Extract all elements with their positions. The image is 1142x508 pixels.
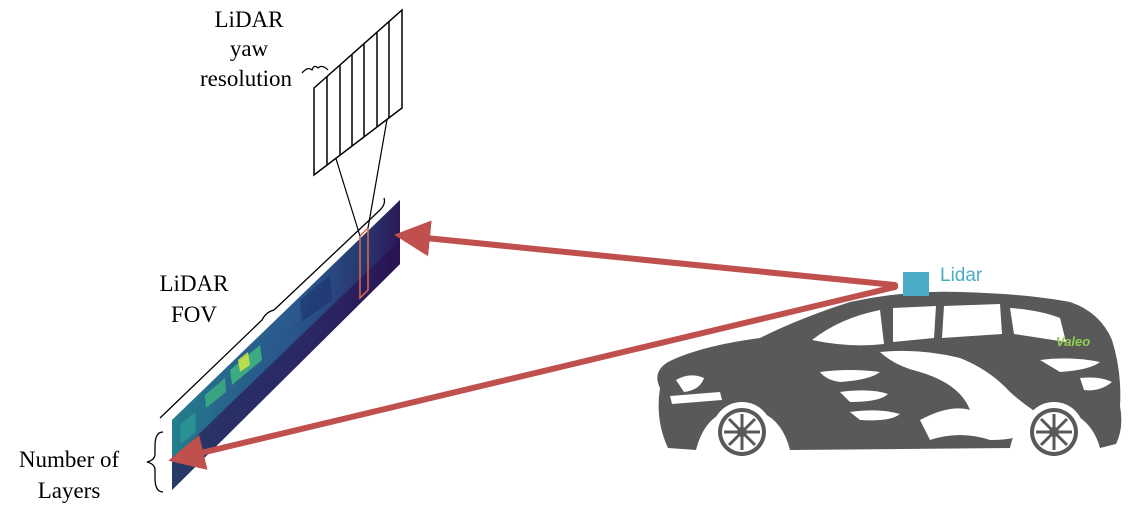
yaw-label-line2: yaw [230,36,269,61]
lidar-rays [168,220,898,470]
layers-label-line1: Number of [19,447,120,472]
car-wheel-rear [1024,402,1084,462]
fov-label: LiDAR FOV [160,271,230,327]
layers-brace [146,431,164,493]
brand-logo: Valeo [1056,334,1090,349]
car-window-back [1010,308,1066,342]
ray-top [394,220,898,288]
car: Valeo [657,291,1122,462]
lidar-range-image [172,200,400,490]
fov-label-line2: FOV [171,302,217,327]
car-window-front [812,310,884,346]
fov-brace [159,197,386,419]
car-window-rear [942,304,1002,338]
lidar-sensor [903,272,929,296]
yaw-brace [301,65,329,74]
yaw-column-highlight [359,226,369,300]
yaw-label-line1: LiDAR [215,7,285,32]
car-window-mid [893,306,936,342]
yaw-label-line3: resolution [200,66,292,91]
car-wheel-front [712,402,772,462]
ray-bottom [168,284,898,470]
fov-label-line1: LiDAR [160,271,230,296]
layers-label-line2: Layers [38,478,101,503]
yaw-label: LiDAR yaw resolution [200,7,292,91]
yaw-resolution-grid [313,8,403,177]
layers-label: Number of Layers [19,447,120,503]
sensor-label: Lidar [940,265,983,286]
